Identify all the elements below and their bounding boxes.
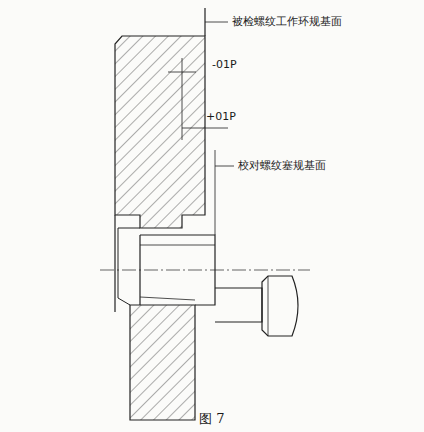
tolerance-label: +01P [206, 110, 236, 123]
datum-label: 被检螺纹工作环规基面 [232, 15, 342, 28]
figure-caption: 图 7 [199, 410, 224, 428]
tolerance-label: -01P [212, 58, 237, 71]
datum-label: 校对螺纹塞规基面 [238, 159, 326, 172]
